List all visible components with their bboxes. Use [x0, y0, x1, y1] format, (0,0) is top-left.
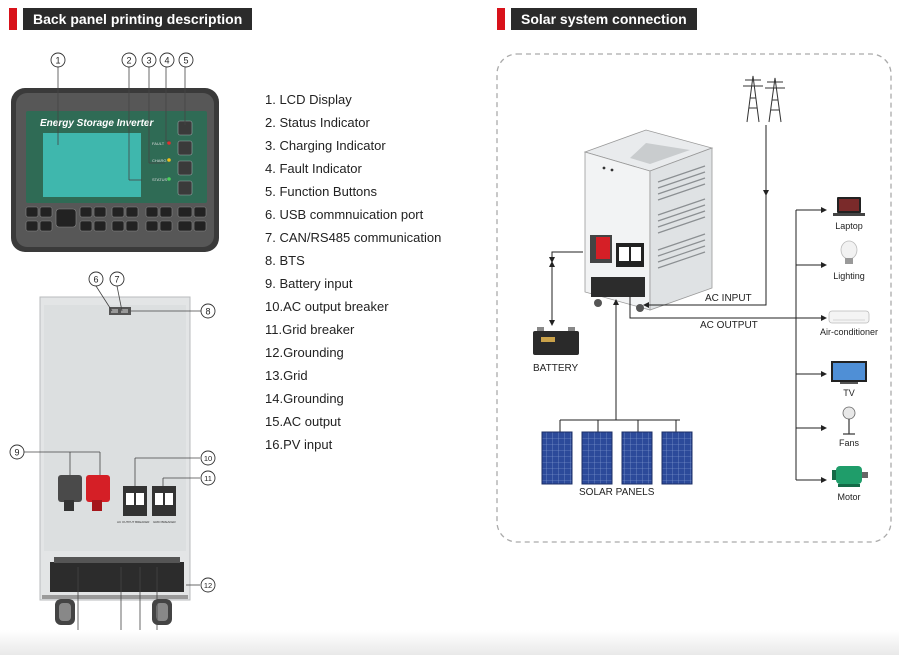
inverter-unit: [583, 129, 714, 312]
svg-text:12: 12: [204, 581, 212, 590]
header-accent-mark: [9, 8, 17, 30]
solar-panel: [621, 431, 653, 485]
callout-12: 12: [200, 577, 216, 593]
connection-lines: [549, 125, 827, 483]
battery-icon: [533, 327, 579, 355]
solar-connection-title: Solar system connection: [511, 8, 697, 30]
ac-output-label: AC OUTPUT: [700, 320, 758, 331]
solar-panel: [541, 431, 573, 485]
legend-item: 15.AC output: [265, 414, 341, 429]
legend-item: 13.Grid: [265, 368, 308, 383]
legend-item: 9. Battery input: [265, 276, 353, 291]
solar-connection-header: Solar system connection: [497, 8, 697, 30]
status-led: [167, 177, 171, 181]
callout-3: 3: [141, 52, 157, 68]
power-grid-icon: [743, 75, 785, 123]
back-panel-title: Back panel printing description: [23, 8, 253, 30]
callout-2: 2: [121, 52, 137, 68]
charg-label: CHARG: [152, 158, 166, 163]
legend-item: 1. LCD Display: [265, 92, 352, 107]
laptop-icon: [833, 197, 865, 216]
legend-item: 16.PV input: [265, 437, 333, 452]
legend-item: 3. Charging Indicator: [265, 138, 386, 153]
fans-label: Fans: [839, 438, 860, 448]
svg-text:4: 4: [164, 56, 169, 66]
svg-text:8: 8: [205, 307, 210, 317]
component-legend: 1. LCD Display 2. Status Indicator 3. Ch…: [265, 90, 441, 458]
svg-text:2: 2: [126, 56, 131, 66]
legend-item: 14.Grounding: [265, 391, 344, 406]
motor-label: Motor: [837, 492, 860, 502]
fan-icon: [842, 406, 856, 435]
ac-output-breaker-label: AC OUTPUT BREAKER: [117, 520, 150, 524]
fault-led: [167, 141, 171, 145]
tv-icon: [831, 361, 867, 384]
callout-7: 7: [109, 271, 125, 287]
callout-5: 5: [178, 52, 194, 68]
legend-item: 12.Grounding: [265, 345, 344, 360]
callout-4: 4: [159, 52, 175, 68]
lighting-label: Lighting: [833, 271, 865, 281]
solar-panel-array: [541, 431, 693, 485]
header-accent-mark: [497, 8, 505, 30]
inverter-illustration: Energy Storage Inverter FAULT CHARG STAT…: [9, 52, 219, 647]
svg-text:3: 3: [146, 56, 151, 66]
terminal-block: [50, 562, 184, 592]
tv-label: TV: [843, 388, 855, 398]
caster-wheels: [55, 599, 172, 625]
back-leader-lines: [24, 285, 201, 632]
legend-item: 5. Function Buttons: [265, 184, 378, 199]
legend-item: 11.Grid breaker: [265, 322, 355, 337]
back-panel: AC OUTPUT BREAKER GRID BREAKER: [39, 296, 191, 625]
lighting-icon: [840, 240, 858, 264]
grid-breaker-label: GRID BREAKER: [153, 520, 177, 524]
legend-item: 10.AC output breaker: [265, 299, 389, 314]
status-label: STATUS: [152, 177, 168, 182]
legend-item: 6. USB commnuication port: [265, 207, 424, 222]
svg-text:5: 5: [183, 56, 188, 66]
status-indicators: FAULT CHARG STATUS: [152, 141, 171, 182]
function-buttons: [177, 120, 193, 196]
legend-item: 2. Status Indicator: [265, 115, 370, 130]
front-control-panel: Energy Storage Inverter FAULT CHARG STAT…: [11, 88, 219, 252]
front-panel-title: Energy Storage Inverter: [40, 118, 154, 129]
bottom-fade: [0, 630, 899, 655]
legend-item: 7. CAN/RS485 communication: [265, 230, 442, 245]
comm-ports: [109, 307, 131, 315]
solar-panel: [581, 431, 613, 485]
callout-9: 9: [9, 444, 25, 460]
front-leader-lines: [57, 67, 186, 181]
svg-text:9: 9: [14, 448, 19, 458]
battery-label: BATTERY: [533, 363, 579, 374]
ac-input-label: AC INPUT: [705, 293, 752, 304]
back-panel-header: Back panel printing description: [9, 8, 253, 30]
svg-text:10: 10: [204, 454, 212, 463]
solar-connection-diagram: AC INPUT AC OUTPUT BATTERY SOLAR PANELS …: [496, 53, 892, 543]
svg-text:11: 11: [204, 474, 212, 483]
svg-text:1: 1: [55, 56, 60, 66]
air-conditioner-icon: [828, 310, 870, 324]
air-conditioner-label: Air-conditioner: [820, 327, 878, 337]
motor-icon: [832, 466, 868, 487]
callout-8: 8: [200, 303, 216, 319]
solar-panels-label: SOLAR PANELS: [579, 487, 655, 498]
lcd-display: [43, 133, 141, 197]
fault-label: FAULT: [152, 141, 165, 146]
legend-item: 4. Fault Indicator: [265, 161, 362, 176]
breakers: AC OUTPUT BREAKER GRID BREAKER: [117, 486, 177, 524]
laptop-label: Laptop: [835, 221, 863, 231]
svg-text:7: 7: [114, 275, 119, 285]
callout-1: 1: [50, 52, 66, 68]
control-key-row: [25, 206, 207, 232]
legend-item: 8. BTS: [265, 253, 305, 268]
callout-10: 10: [200, 450, 216, 466]
battery-terminals: [58, 475, 110, 511]
callout-6: 6: [88, 271, 104, 287]
solar-panel: [661, 431, 693, 485]
charging-led: [167, 158, 171, 162]
callout-11: 11: [200, 470, 216, 486]
svg-text:6: 6: [93, 275, 98, 285]
